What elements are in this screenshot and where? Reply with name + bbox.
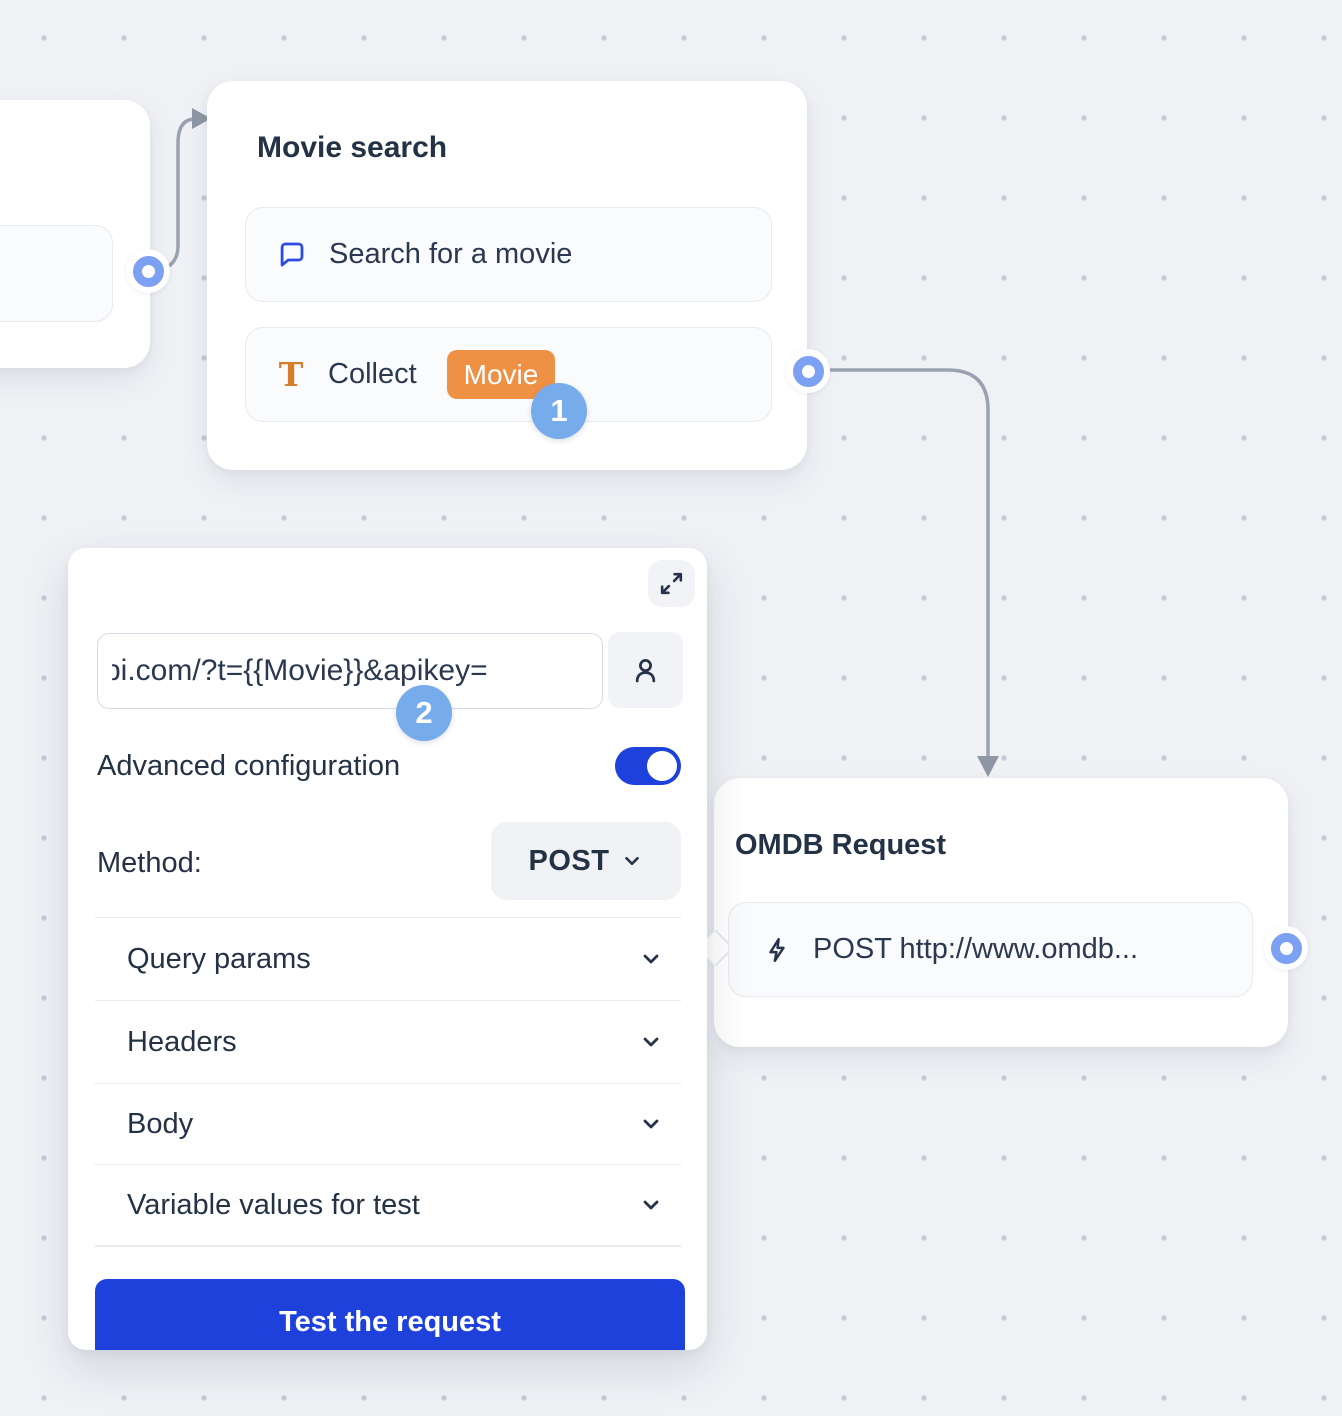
user-variable-button[interactable] — [608, 632, 683, 708]
divider — [95, 1245, 681, 1247]
output-port[interactable] — [1264, 926, 1308, 970]
node-title: OMDB Request — [735, 829, 947, 861]
variable-chip[interactable]: Movie — [446, 349, 556, 400]
node-item-webhook[interactable]: POST http://www.omdb... — [728, 902, 1253, 997]
chevron-down-icon — [643, 1200, 659, 1210]
chevron-down-icon — [643, 954, 659, 964]
method-label: Method: — [97, 847, 202, 879]
node-item-label: Search for a movie — [329, 238, 573, 270]
section-query-params[interactable]: Query params — [95, 917, 681, 1000]
output-port[interactable] — [126, 249, 170, 293]
step-badge-2: 2 — [396, 685, 452, 741]
node-item-label: POST http://www.omdb... — [813, 933, 1139, 965]
toggle-knob — [647, 751, 677, 781]
node-card-partial[interactable] — [0, 100, 150, 368]
advanced-configuration-toggle[interactable] — [615, 747, 681, 785]
text-input-icon: T — [278, 355, 304, 394]
method-value: POST — [528, 844, 610, 877]
node-card-omdb-request[interactable]: OMDB Request POST http://www.omdb... — [697, 778, 1288, 1047]
test-request-button[interactable]: Test the request — [95, 1279, 685, 1350]
step-badge-1: 1 — [531, 383, 587, 439]
expand-icon — [660, 572, 683, 595]
chevron-down-icon — [625, 856, 640, 866]
node-title: Movie search — [257, 131, 448, 164]
output-port[interactable] — [786, 349, 830, 393]
node-item-collect-variable[interactable]: T Collect Movie — [245, 327, 772, 422]
method-select[interactable]: POST — [491, 822, 681, 900]
chevron-down-icon — [643, 1119, 659, 1129]
expand-button[interactable] — [648, 560, 695, 607]
section-variable-values[interactable]: Variable values for test — [95, 1164, 681, 1245]
user-icon — [635, 658, 656, 682]
lightning-icon — [763, 936, 791, 964]
webhook-config-panel: 2 Advanced configuration Method: POST Qu… — [68, 548, 707, 1350]
advanced-configuration-label: Advanced configuration — [97, 750, 401, 782]
section-body[interactable]: Body — [95, 1083, 681, 1164]
chat-bubble-icon — [276, 239, 307, 270]
node-item-send-message[interactable]: Search for a movie — [245, 207, 772, 302]
node-item[interactable] — [0, 225, 113, 322]
url-input[interactable] — [97, 633, 603, 709]
node-item-label: Collect — [328, 358, 417, 390]
node-card-movie-search[interactable]: Movie search Search for a movie T Collec… — [207, 81, 807, 470]
chevron-down-icon — [643, 1037, 659, 1047]
section-headers[interactable]: Headers — [95, 1000, 681, 1083]
